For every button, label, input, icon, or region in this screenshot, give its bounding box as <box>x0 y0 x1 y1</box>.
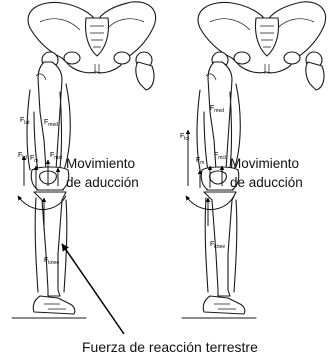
left-label-f-lcl: Flcl <box>18 152 27 161</box>
ground-reaction-force-caption: Fuerza de reacción terrestre <box>82 339 258 355</box>
right-panel: Fmed Flcl Fm Fmcl Fknee Movimiento de ad… <box>180 2 326 318</box>
right-moment-label-line1: Movimiento <box>230 156 299 171</box>
ground-reaction-force-arrow <box>62 244 124 334</box>
right-moment-label-line2: de aducción <box>230 175 303 190</box>
left-moment-label-line2: de aducción <box>66 175 139 190</box>
right-label-f-m: Fm <box>196 157 204 166</box>
left-label-f-lat: Flat <box>20 117 30 126</box>
left-label-f-m: Fm <box>30 155 38 164</box>
left-moment-label-line1: Movimiento <box>66 156 135 171</box>
left-panel: Flat Fmed Flcl Fm Fmcl Fknee Movimiento … <box>12 2 156 318</box>
